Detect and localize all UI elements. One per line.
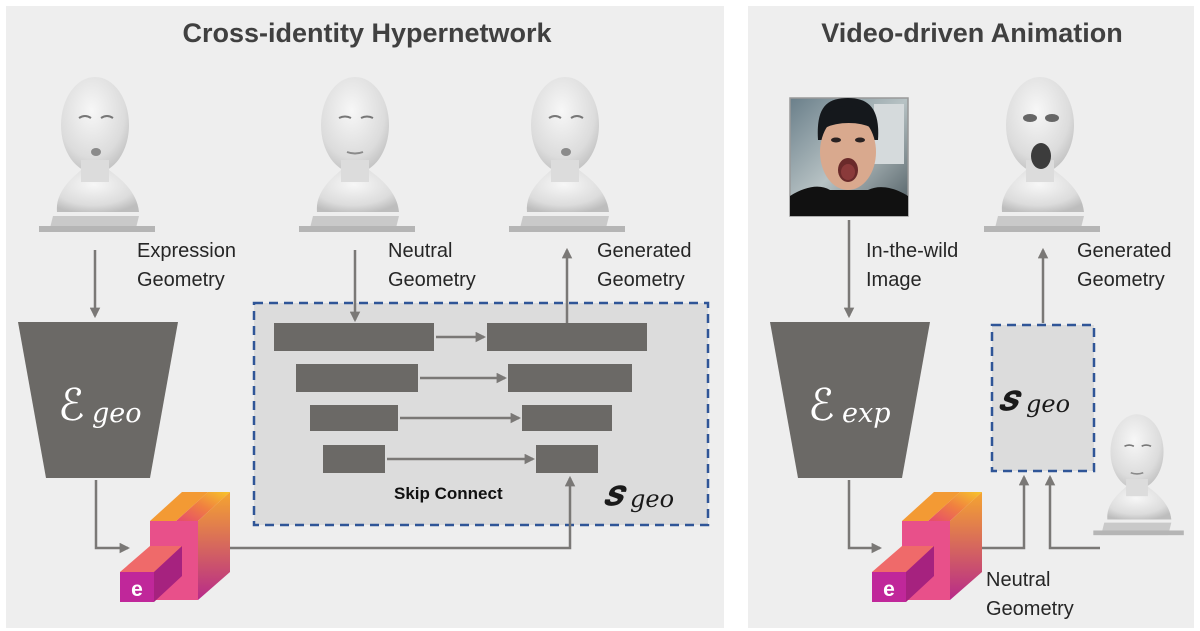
geometry-decoder-symbol: 𝒔 [603,473,627,514]
small-neutral-geometry-label-line2: Geometry [986,598,1074,620]
in-the-wild-image-label-line2: Image [866,269,922,291]
geometry-decoder-subscript: geo [630,485,674,513]
animated-head-image [984,77,1100,232]
in-the-wild-image-label: In-the-wild [866,240,958,262]
latent-code-label: e [131,578,143,601]
expression-geometry-label: Expression [137,240,236,262]
code-to-animation-decoder-arrow [978,474,1030,550]
unet-decoder-bar-4 [536,445,598,473]
neutral-geometry-label-line2: Geometry [388,269,476,291]
expression-encoder-subscript: exp [842,398,891,429]
expression-encoder-symbol: ℰ [808,380,835,431]
exp-encoder-to-code-arrow [847,480,883,554]
generated-geometry-label: Generated [597,240,692,262]
expression-geometry-label-line2: Geometry [137,269,225,291]
expression-encoder-block [770,322,930,478]
unet-encoder-bar-4 [323,445,385,473]
small-neutral-geometry-label: Neutral [986,569,1050,591]
animation-decoder-box [990,323,1096,473]
animated-geometry-label-line2: Geometry [1077,269,1165,291]
code-to-decoder-arrow [228,475,576,550]
unet-decoder-bar-3 [522,405,612,431]
animated-geometry-label: Generated [1077,240,1172,262]
geometry-encoder-block [18,322,178,478]
small-neutral-head-image [1093,414,1184,536]
expression-head-image [39,77,155,232]
geometry-encoder-subscript: geo [92,398,142,429]
in-the-wild-photo [789,97,909,217]
expression-code-block [872,492,982,602]
encoder-to-code-arrow [94,480,131,554]
neutral-head-image [299,77,415,232]
geometry-encoder-symbol: ℰ [58,380,85,431]
unet-decoder-bar-2 [508,364,632,392]
right-panel-title: Video-driven Animation [821,18,1123,48]
animation-decoder-subscript: geo [1026,390,1070,418]
left-panel-title: Cross-identity Hypernetwork [182,18,552,48]
unet-encoder-bar-3 [310,405,398,431]
generated-head-image [509,77,625,232]
animation-decoder-symbol: 𝒔 [998,378,1022,419]
skip-connect-label: Skip Connect [394,484,503,503]
expression-code-label: e [883,578,895,601]
unet-encoder-bar-1 [274,323,434,351]
unet-decoder-bar-1 [487,323,647,351]
unet-encoder-bar-2 [296,364,418,392]
latent-code-block [120,492,230,602]
neutral-to-animation-decoder-arrow [1044,474,1100,550]
generated-geometry-label-line2: Geometry [597,269,685,291]
neutral-geometry-label: Neutral [388,240,452,262]
